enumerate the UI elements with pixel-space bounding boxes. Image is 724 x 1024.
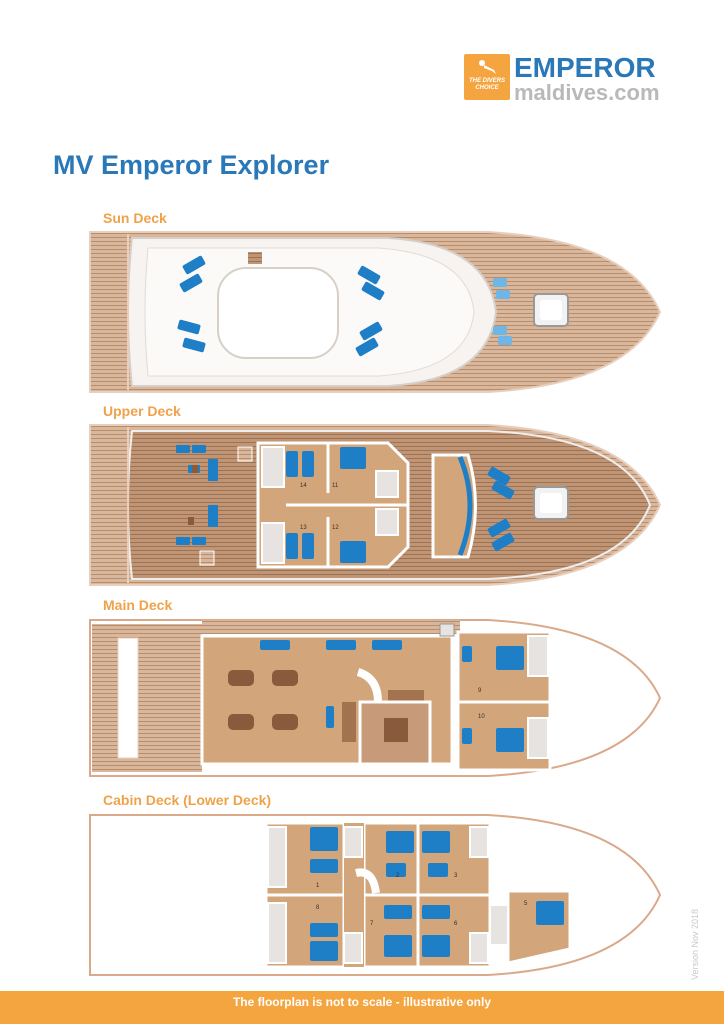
sun-deck-hatch: [217, 267, 339, 359]
room-7-label: 7: [370, 921, 374, 927]
room-10-label: 10: [478, 714, 485, 720]
footer-disclaimer: The floorplan is not to scale - illustra…: [0, 991, 724, 1024]
upper-deck-plan: 14 11 13 12: [88, 423, 664, 587]
room-13-label: 13: [300, 525, 307, 531]
main-deck-plan: 9 10: [88, 618, 664, 778]
room-3-label: 3: [454, 873, 458, 879]
room-1-label: 1: [316, 883, 320, 889]
emperor-logo: THE DIVERS CHOICE EMPEROR maldives.com: [464, 52, 676, 105]
cabin-deck-plan: 1 2 3 8 7 6 5: [88, 813, 664, 977]
sun-deck-label: Sun Deck: [103, 210, 167, 226]
room-2-label: 2: [396, 873, 400, 879]
diver-icon: [479, 60, 496, 74]
main-deck-label: Main Deck: [103, 597, 173, 613]
room-14-label: 14: [300, 483, 307, 489]
room-9-label: 9: [478, 688, 482, 694]
sun-lounger-group: [177, 255, 385, 357]
room-6-label: 6: [454, 921, 458, 927]
logo-badge: THE DIVERS CHOICE: [464, 54, 510, 100]
logo-brand: EMPEROR: [514, 52, 656, 83]
logo-domain: maldives.com: [514, 80, 660, 105]
room-12-label: 12: [332, 525, 339, 531]
cabin-deck-label: Cabin Deck (Lower Deck): [103, 792, 272, 808]
upper-deck-label: Upper Deck: [103, 403, 181, 419]
room-5-label: 5: [524, 901, 528, 907]
sun-deck-plan: [88, 230, 664, 394]
page-title: MV Emperor Explorer: [53, 150, 330, 180]
room-8-label: 8: [316, 905, 320, 911]
room-11-label: 11: [332, 483, 339, 489]
version-note: Version Nov 2018: [690, 908, 700, 980]
logo-tagline: THE DIVERS CHOICE: [468, 78, 505, 91]
